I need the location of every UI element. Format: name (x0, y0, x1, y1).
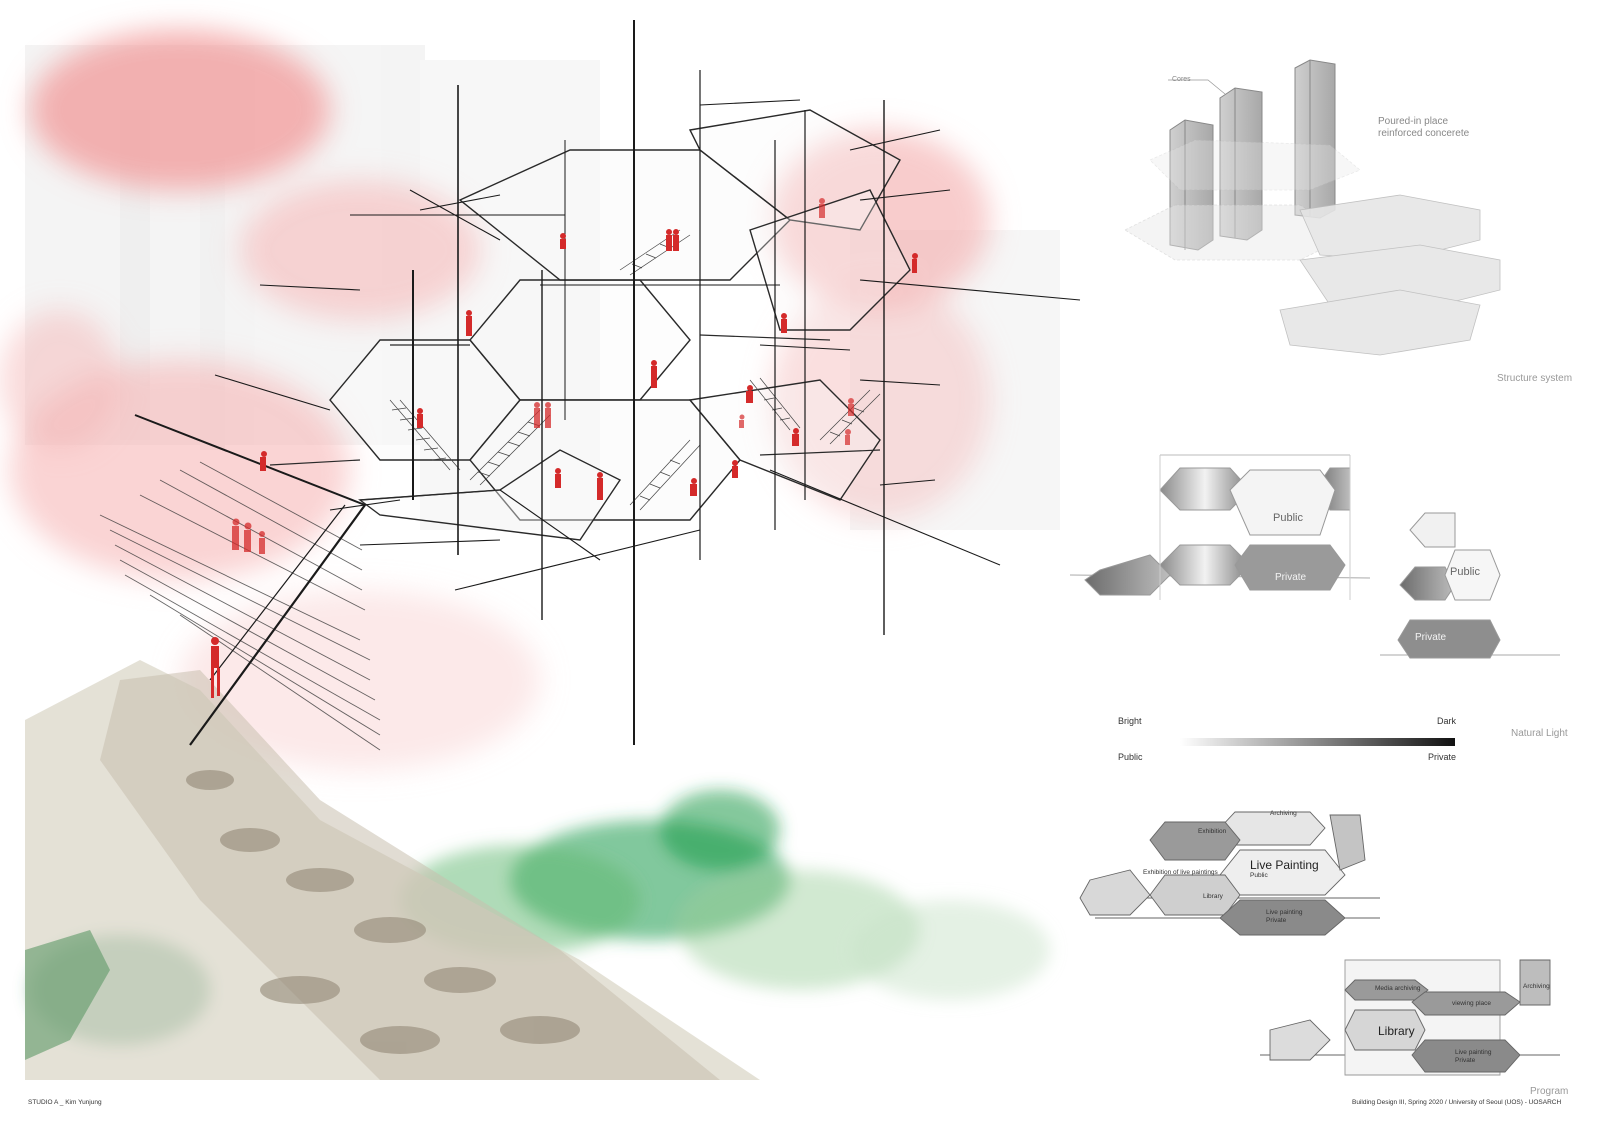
public-zone-label-b: Public (1450, 566, 1480, 578)
footer-right: Building Design III, Spring 2020 / Unive… (1352, 1099, 1562, 1106)
legend-private-label: Private (1428, 752, 1457, 762)
private-zone-label-a: Private (1275, 572, 1307, 583)
public-sub-label: Public (1250, 872, 1268, 879)
legend-public-label: Public (1118, 752, 1143, 762)
bright-label: Bright (1118, 716, 1142, 726)
bracing-lines (214, 99, 1081, 591)
exhibition-live-label: Exhibition of live paintings (1143, 869, 1218, 876)
floor-plates (269, 334, 881, 501)
dark-label: Dark (1437, 716, 1457, 726)
slab-layers (1124, 139, 1501, 356)
stair-stringers (134, 414, 366, 746)
private-sub-label-upper: Private (1266, 917, 1287, 924)
natural-light-caption: Natural Light (1511, 728, 1568, 739)
program-section-upper (1079, 811, 1380, 936)
structure-axonometric (1124, 59, 1501, 356)
park-landscape (25, 660, 760, 1080)
media-archiving-label: Media archiving (1375, 985, 1421, 992)
people-figures (211, 198, 918, 698)
structural-columns (412, 20, 885, 745)
program-caption: Program (1530, 1086, 1569, 1097)
structure-system-caption: Structure system (1497, 373, 1573, 384)
library-label-lower: Library (1378, 1024, 1415, 1038)
light-section-a (1069, 454, 1371, 600)
light-gradient-bar (1180, 738, 1455, 746)
cores-label: Cores (1172, 76, 1191, 83)
viewing-place-label: viewing place (1452, 1000, 1492, 1007)
cores (1169, 59, 1336, 251)
material-label-line1: Poured-in place (1378, 116, 1449, 127)
archiving-label-lower: Archiving (1523, 983, 1550, 990)
program-section-lower (1260, 959, 1560, 1076)
private-zone-label-b: Private (1415, 632, 1447, 643)
footer-left: STUDIO A _ Kim Yunjung (28, 1099, 102, 1106)
live-painting-small-label-lower: Live painting (1455, 1049, 1492, 1056)
light-section-b (1380, 512, 1560, 659)
exhibition-label: Exhibition (1198, 828, 1227, 835)
person-figure (211, 637, 220, 698)
public-zone-label-a: Public (1273, 512, 1303, 524)
live-painting-small-label-upper: Live painting (1266, 909, 1303, 916)
live-painting-label: Live Painting (1250, 858, 1319, 872)
material-label-line2: reinforced concerete (1378, 128, 1470, 139)
archiving-label-upper: Archiving (1270, 810, 1297, 817)
library-label-upper: Library (1203, 893, 1223, 900)
private-sub-label-lower: Private (1455, 1057, 1476, 1064)
